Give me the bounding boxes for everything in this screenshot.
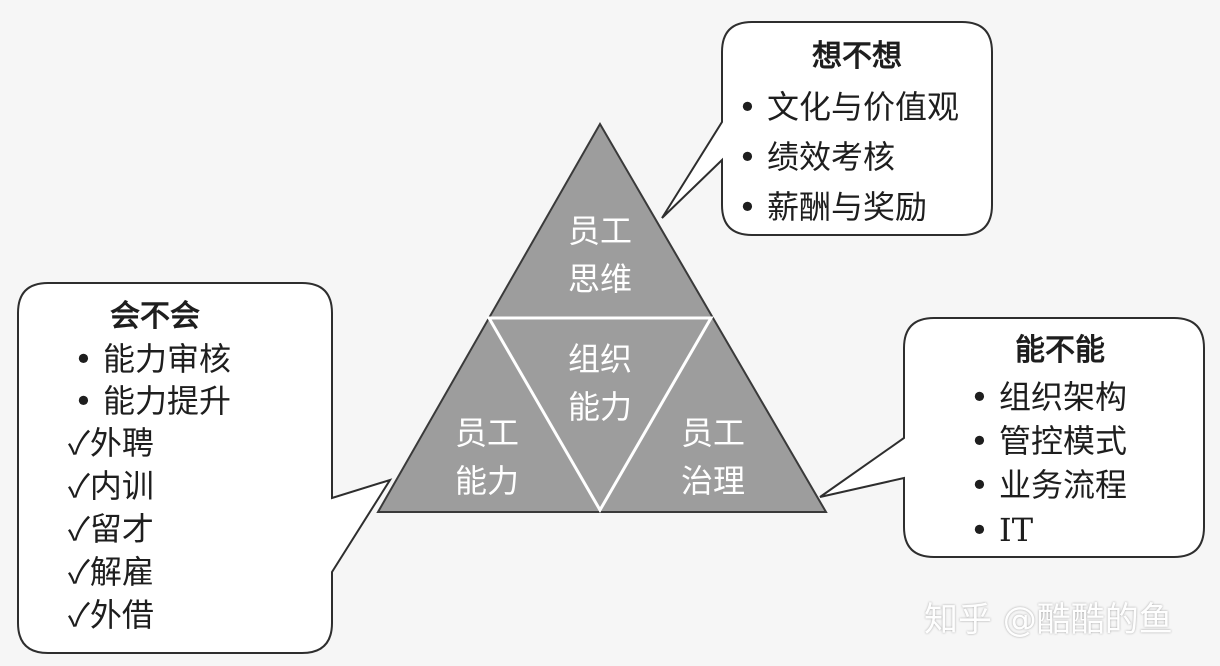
callout-right-item-2: • 管控模式 [970, 422, 1127, 460]
callout-right [819, 317, 1205, 558]
callout-left-item-3: ✓外聘 [68, 424, 154, 462]
callout-right-item-1: • 组织架构 [970, 378, 1127, 416]
label-employee-governance-1: 员工 [681, 414, 745, 452]
callout-top-right-item-2: • 绩效考核 [738, 138, 895, 176]
callout-right-item-4: • IT [970, 511, 1034, 549]
callout-right-item-3: • 业务流程 [970, 466, 1127, 504]
callout-top-right-title: 想不想 [812, 39, 902, 74]
callout-right-title: 能不能 [1015, 333, 1105, 368]
callout-top-right-item-1: • 文化与价值观 [738, 88, 959, 126]
callout-left [17, 282, 393, 654]
watermark-text: 知乎 @酷酷的鱼 [924, 600, 1173, 640]
label-employee-ability-2: 能力 [455, 462, 519, 500]
callout-left-item-5: ✓留才 [68, 510, 154, 548]
label-employee-mindset-1: 员工 [568, 212, 632, 250]
label-employee-ability-1: 员工 [455, 414, 519, 452]
callout-left-item-1: • 能力审核 [74, 340, 231, 378]
callout-top-right-item-3: • 薪酬与奖励 [738, 188, 927, 226]
label-employee-mindset-2: 思维 [568, 260, 632, 298]
callout-left-item-2: • 能力提升 [74, 382, 231, 420]
label-employee-governance-2: 治理 [681, 462, 745, 500]
label-org-capability-2: 能力 [568, 388, 632, 426]
label-org-capability-1: 组织 [568, 340, 632, 378]
callout-left-item-6: ✓解雇 [68, 553, 154, 591]
callout-top-right [661, 21, 993, 236]
callout-left-item-4: ✓内训 [68, 467, 154, 505]
callout-left-item-7: ✓外借 [68, 596, 154, 634]
inner-inverted-triangle [486, 316, 714, 513]
callout-left-title: 会不会 [110, 299, 200, 334]
